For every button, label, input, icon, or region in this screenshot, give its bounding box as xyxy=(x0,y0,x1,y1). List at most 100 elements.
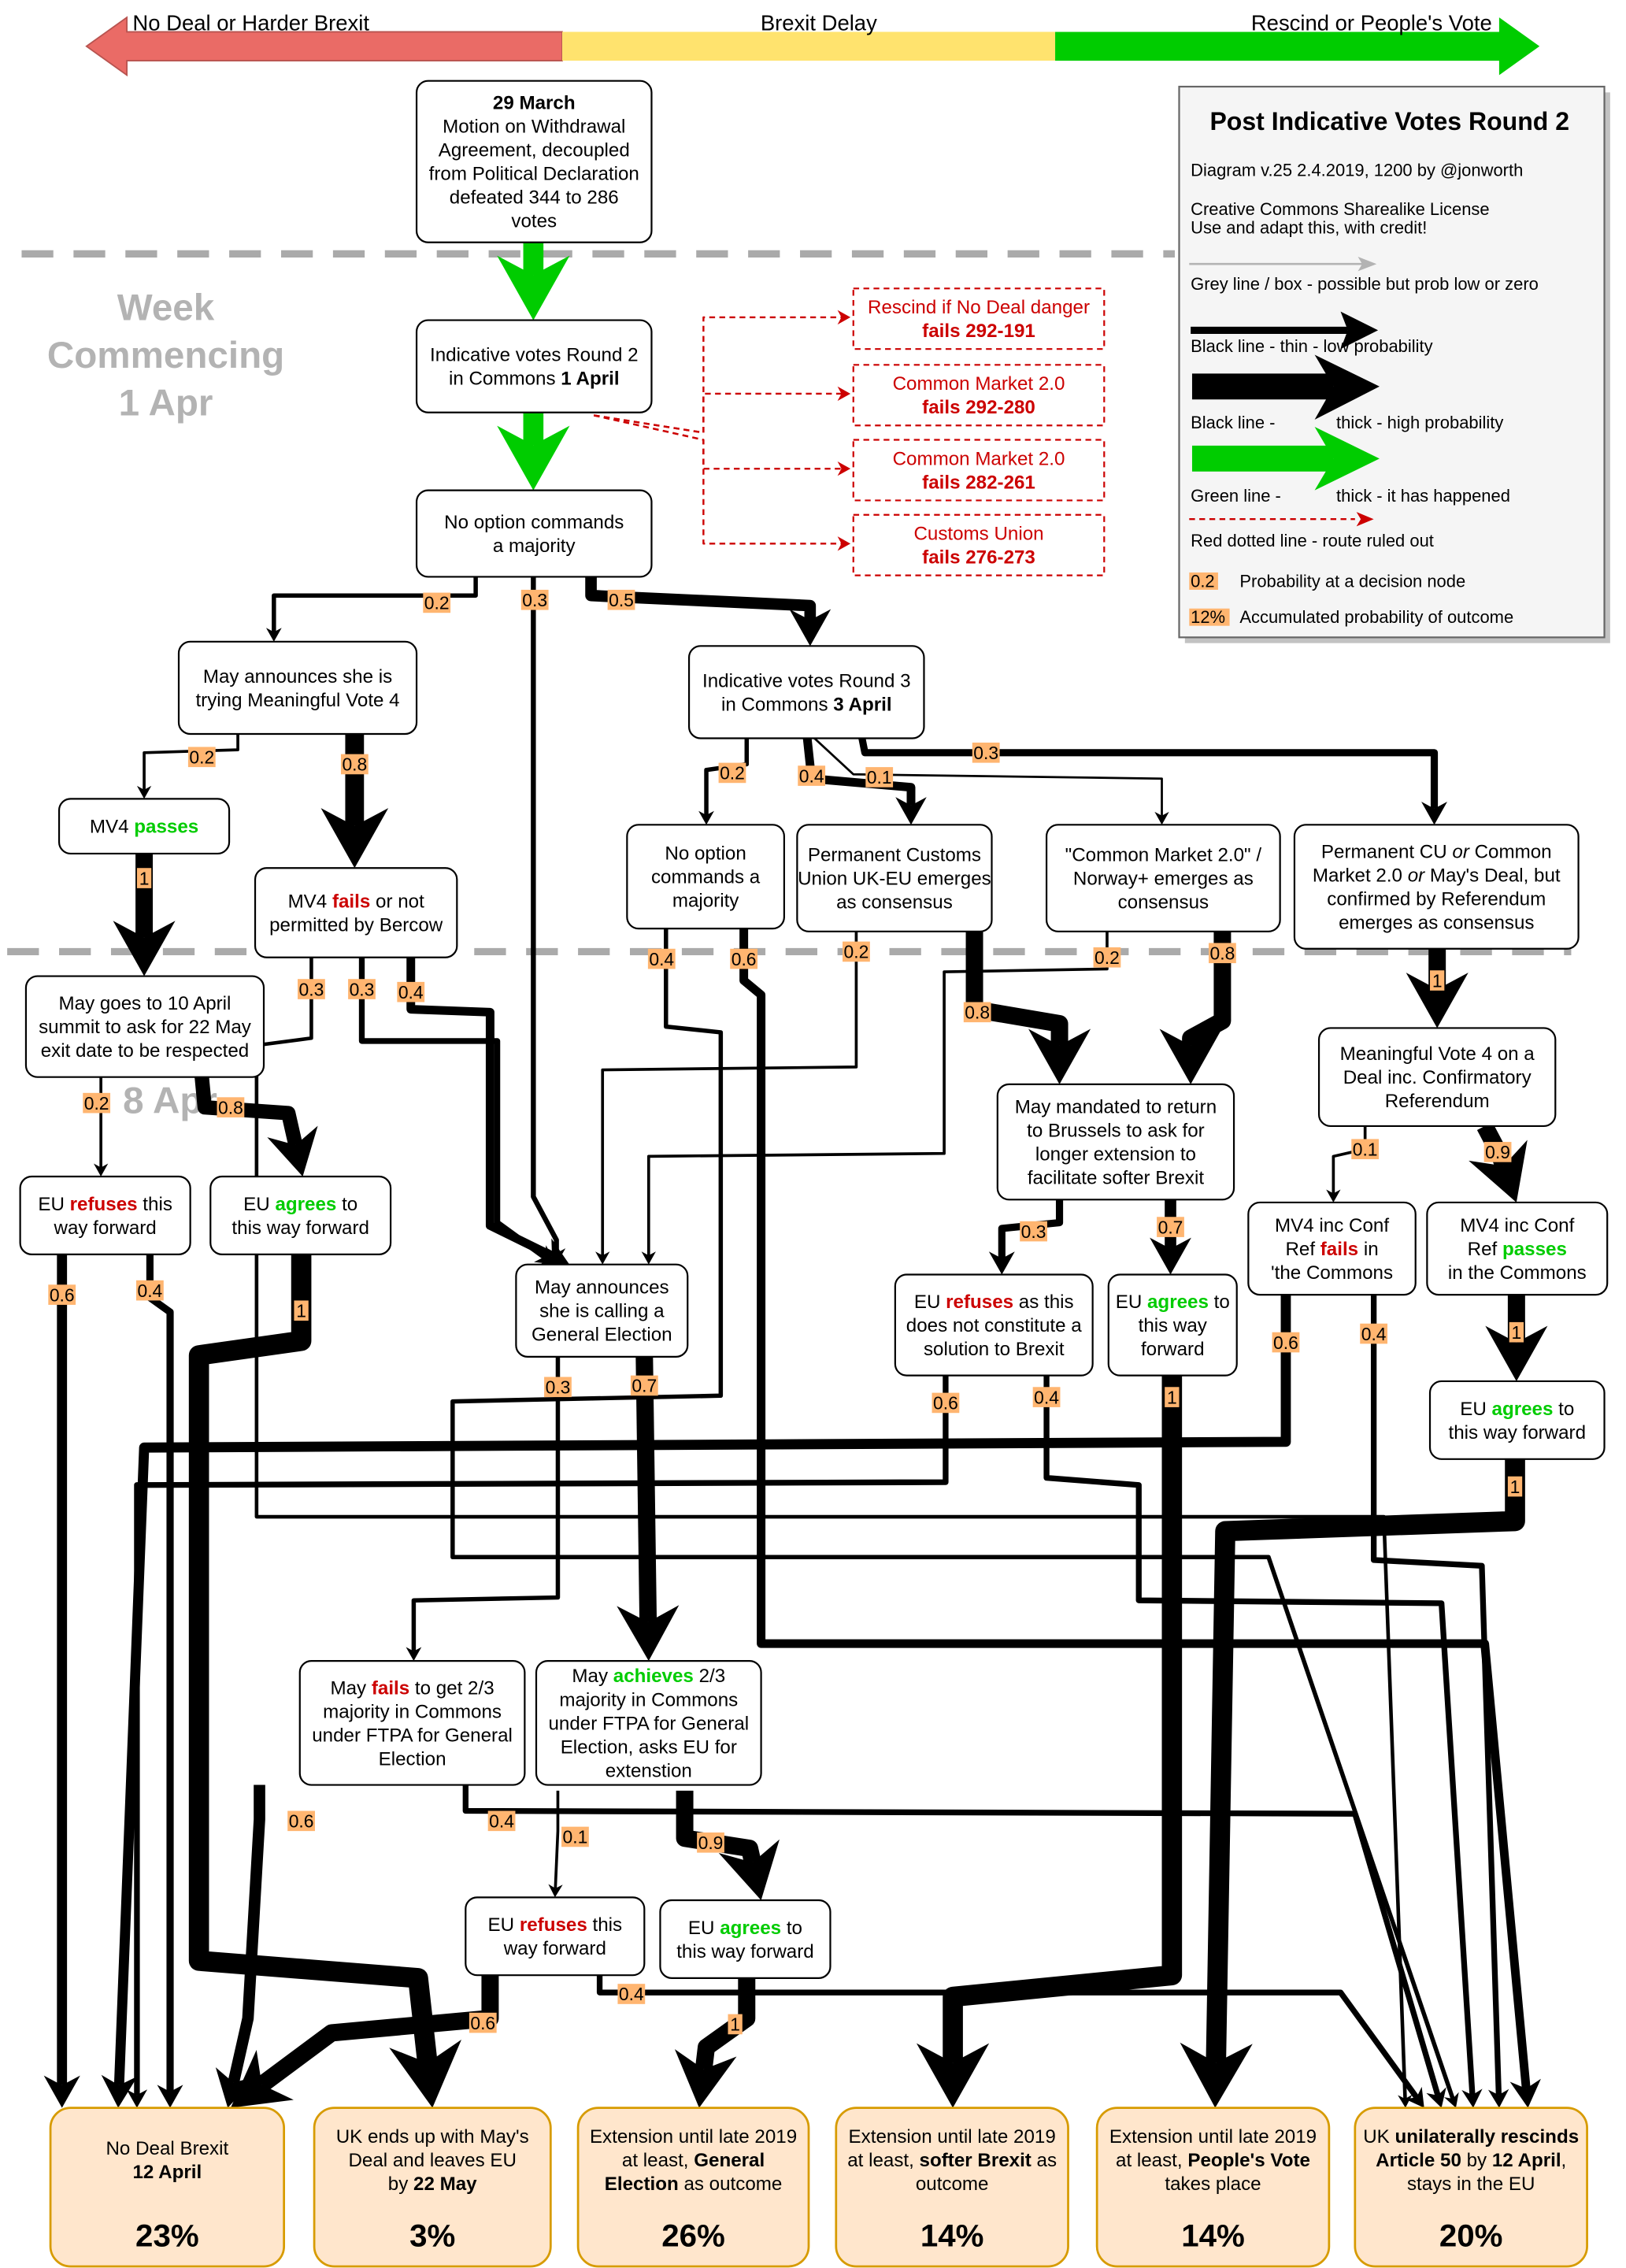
probability-label: 0.1 xyxy=(1351,1139,1380,1159)
probability-label: 0.4 xyxy=(1032,1387,1061,1407)
node-text-line: fails 292-280 xyxy=(922,397,1035,418)
legend-prob-example: 0.2 xyxy=(1191,571,1215,591)
node-text-line: does not constitute a xyxy=(906,1315,1082,1336)
legend-acc-text: Accumulated probability of outcome xyxy=(1239,607,1513,627)
probability-badge xyxy=(561,1826,589,1847)
node-text-line: exit date to be respected xyxy=(41,1040,250,1062)
node-text-line: May achieves 2/3 xyxy=(572,1666,725,1687)
outcome-probability: 26% xyxy=(661,2218,725,2253)
node-text-line: Extension until late 2019 xyxy=(590,2126,797,2148)
arrowhead-icon xyxy=(1180,2042,1253,2108)
probability-label: 0.6 xyxy=(730,948,758,969)
edge-line xyxy=(194,1076,303,1147)
delay-bar xyxy=(561,32,1056,61)
arrowhead-icon xyxy=(215,2067,257,2108)
text-segment: solution to Brexit xyxy=(924,1339,1065,1360)
node-text-line: summit to ask for 22 May xyxy=(39,1017,252,1038)
probability-label: 0.8 xyxy=(217,1097,245,1117)
text-segment: Union UK-EU emerges xyxy=(798,869,991,890)
probability-value: 0.2 xyxy=(84,1093,109,1114)
probability-label: 0.8 xyxy=(340,754,369,775)
node-text-line: "Common Market 2.0" / xyxy=(1065,844,1262,865)
text-segment: facilitate softer Brexit xyxy=(1028,1168,1204,1189)
node-text-line: Common Market 2.0 xyxy=(893,373,1065,395)
edge-line xyxy=(406,957,554,1260)
edge-line xyxy=(1370,1295,1502,2096)
node-text-line: this way forward xyxy=(231,1217,369,1239)
probability-value: 0.3 xyxy=(973,743,998,763)
flow-edge xyxy=(548,1790,563,1898)
probability-label: 0.6 xyxy=(1272,1332,1300,1353)
text-segment: agrees xyxy=(720,1918,781,1939)
text-segment: 2/3 xyxy=(694,1666,725,1687)
node-text-line: commands a xyxy=(651,867,761,888)
legend-thick-a: Black line - xyxy=(1191,413,1275,432)
text-segment: under FTPA for General xyxy=(548,1713,749,1734)
node-text-line: outcome xyxy=(916,2174,989,2195)
node-text-line: Election as outcome xyxy=(605,2174,783,2195)
edge-line xyxy=(858,737,1439,809)
edge-line xyxy=(585,576,817,621)
flow-edge xyxy=(93,1077,109,1177)
text-segment: Permanent Customs xyxy=(808,844,981,865)
node-text-line: fails 276-273 xyxy=(922,547,1035,569)
probability-badge xyxy=(340,754,369,775)
arrowhead-icon xyxy=(1421,802,1447,825)
probability-value: 1 xyxy=(139,868,150,888)
text-segment: Customs Union xyxy=(913,524,1043,545)
probability-badge xyxy=(798,765,826,786)
node-text-line: May announces she is xyxy=(203,666,392,687)
probability-label: 0.6 xyxy=(932,1392,960,1414)
node-text-line: EU agrees to xyxy=(1116,1292,1230,1313)
text-segment: way forward xyxy=(503,1938,606,1959)
node-text-line: this way xyxy=(1139,1315,1208,1336)
text-segment: 29 March xyxy=(493,93,576,114)
flow-edge xyxy=(215,1784,265,2108)
flow-edge xyxy=(858,737,1447,825)
flow-edge xyxy=(1159,931,1232,1084)
node-text-line: EU agrees to xyxy=(1460,1399,1574,1420)
text-segment: Deal inc. Confirmatory xyxy=(1343,1067,1532,1088)
probability-label: 0.8 xyxy=(963,1002,991,1023)
node-text-line: Article 50 by 12 April, xyxy=(1376,2150,1566,2171)
node-text-line: majority in Commons xyxy=(559,1689,738,1710)
text-segment: EU xyxy=(38,1194,69,1215)
node-text-line: at least, General xyxy=(622,2150,765,2171)
arrowhead-icon xyxy=(1154,811,1169,825)
outcome-box xyxy=(1095,2107,1331,2268)
probability-value: 0.5 xyxy=(609,590,634,610)
node-box xyxy=(852,439,1106,502)
text-segment: Rescind if No Deal danger xyxy=(868,297,1090,318)
text-segment: fails 276-273 xyxy=(922,547,1035,569)
node-text-line: Meaningful Vote 4 on a xyxy=(1340,1043,1535,1065)
week-label: Week xyxy=(117,287,215,329)
node-text-line: emerges as consensus xyxy=(1339,913,1534,934)
flow-edge xyxy=(101,1295,1291,2108)
probability-badge xyxy=(217,1097,245,1117)
text-segment: Indicative votes Round 2 xyxy=(430,345,639,366)
probability-badge xyxy=(423,592,451,613)
flow-edge xyxy=(136,733,239,799)
flow-edge xyxy=(406,1356,561,1662)
probability-value: 0.2 xyxy=(1094,947,1120,968)
probability-badge xyxy=(630,1375,658,1396)
text-segment: May xyxy=(572,1666,613,1687)
node-text-line: EU refuses as this xyxy=(914,1292,1074,1313)
probability-badge xyxy=(647,948,676,969)
flow-edge xyxy=(450,928,1459,2108)
flow-edge xyxy=(230,1975,499,2108)
probability-value: 1 xyxy=(1512,1322,1522,1343)
edge-ruled-out xyxy=(593,414,851,476)
arrowhead-icon xyxy=(988,1251,1015,1275)
text-segment: this way xyxy=(1139,1315,1208,1336)
edge-line xyxy=(256,1975,499,2092)
text-segment: takes place xyxy=(1165,2174,1261,2195)
text-segment: Permanent CU xyxy=(1321,841,1452,862)
node-box xyxy=(415,80,653,243)
